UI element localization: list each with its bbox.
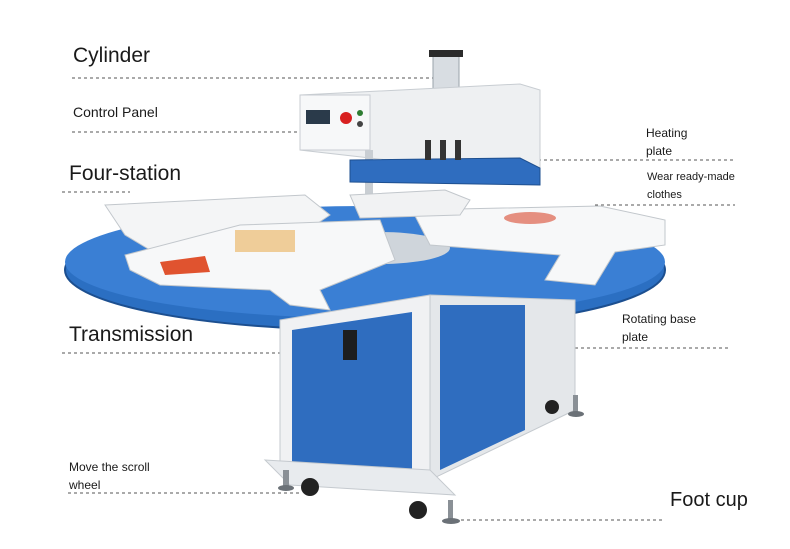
label-cylinder: Cylinder [73,44,151,67]
cabinet [263,294,576,496]
garments [104,189,666,311]
label-transmission: Transmission [69,323,194,346]
press-head [299,50,541,220]
label-foot-cup: Foot cup [670,489,748,511]
emergency-stop-icon [340,112,352,124]
temperature-display-icon [306,110,330,124]
label-wear-clothes: Wear ready-made clothes [647,171,735,201]
label-move-scroll-wheel: Move the scroll wheel [69,460,150,492]
label-control-panel: Control Panel [73,104,158,120]
caster-wheel-icon [278,395,584,524]
label-four-station: Four-station [69,162,182,185]
label-heating-plate: Heating plate [646,126,688,158]
label-rotating-base-plate: Rotating base plate [622,312,697,344]
